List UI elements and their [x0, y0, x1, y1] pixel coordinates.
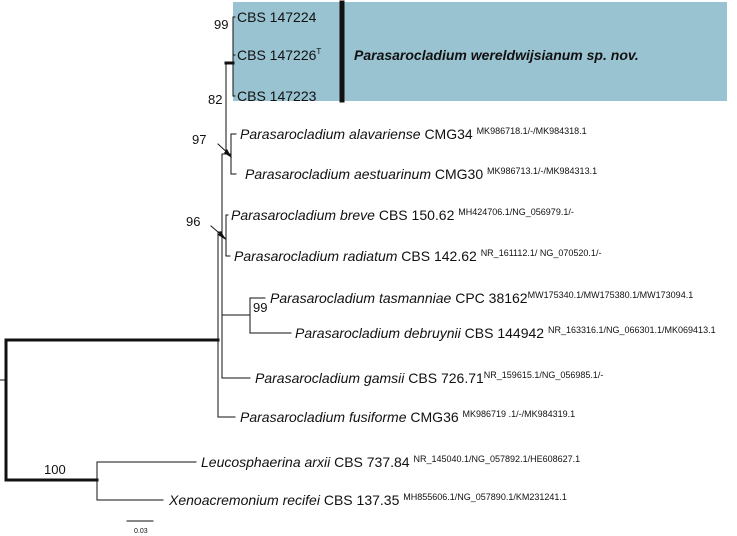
clade-taxon-label: CBS 147224: [237, 9, 317, 25]
type-strain-marker: T: [316, 47, 321, 56]
taxon-species: Leucosphaerina arxii: [201, 454, 331, 470]
taxon-species: Parasarocladium debruynii: [295, 325, 462, 341]
taxon-species: Parasarocladium radiatum: [234, 248, 398, 264]
taxon-accessions: MW175340.1/MW175380.1/MW173094.1: [528, 290, 694, 300]
taxon-strain: CBS 726.71: [408, 370, 484, 386]
taxon-species: Parasarocladium tasmanniae: [270, 290, 452, 306]
taxon-strain: CBS 147223: [237, 88, 317, 104]
taxon-strain: CPC 38162: [455, 290, 528, 306]
taxon-label: Parasarocladium gamsii CBS 726.71NR_1596…: [255, 370, 603, 386]
clade-taxon-label: CBS 147223: [237, 88, 317, 104]
clade-taxon-label: CBS 147226T: [237, 47, 321, 63]
taxon-strain: CBS 147224: [237, 9, 317, 25]
taxon-strain: CBS 144942: [465, 325, 545, 341]
taxon-accessions: MH424706.1/NG_056979.1/-: [458, 207, 574, 217]
taxon-label: Parasarocladium radiatum CBS 142.62 NR_1…: [234, 248, 601, 264]
taxon-strain: CMG30: [435, 166, 483, 182]
taxon-species: Parasarocladium breve: [231, 207, 375, 223]
taxon-species: Parasarocladium aestuarinum: [245, 166, 431, 182]
taxon-label: Parasarocladium fusiforme CMG36 MK986719…: [240, 409, 575, 425]
taxon-label: Xenoacremonium recifei CBS 137.35 MH8556…: [168, 492, 567, 508]
taxon-label: Parasarocladium debruynii CBS 144942 NR_…: [295, 325, 716, 341]
taxon-species: Parasarocladium gamsii: [255, 370, 405, 386]
taxon-accessions: MH855606.1/NG_057890.1/KM231241.1: [403, 492, 567, 502]
taxon-label: Parasarocladium tasmanniae CPC 38162MW17…: [270, 290, 693, 306]
taxon-accessions: MK986719 .1/-/MK984319.1: [463, 409, 576, 419]
arrowhead-96: [218, 231, 226, 240]
bootstrap-tas-deb-99: 99: [253, 300, 267, 315]
tree-branches: [0, 0, 345, 522]
taxon-accessions: MK986713.1/-/MK984313.1: [487, 166, 597, 176]
taxon-accessions: NR_159615.1/NG_056985.1/-: [484, 370, 604, 380]
taxon-accessions: NR_145040.1/NG_057892.1/HE608627.1: [413, 454, 580, 464]
taxon-strain: CMG36: [410, 409, 458, 425]
bootstrap-node-96: 96: [186, 214, 200, 229]
taxon-label: Parasarocladium breve CBS 150.62 MH42470…: [231, 207, 574, 223]
taxon-strain: CMG34: [424, 126, 472, 142]
taxon-accessions: NR_161112.1/ NG_070520.1/-: [481, 248, 602, 258]
clade-species-name: Parasarocladium wereldwijsianum sp. nov.: [354, 47, 639, 63]
taxon-label: Leucosphaerina arxii CBS 737.84 NR_14504…: [201, 454, 580, 470]
taxon-strain: CBS 150.62: [379, 207, 455, 223]
bootstrap-node-97: 97: [192, 132, 206, 147]
scale-bar-label: 0.03: [134, 528, 148, 535]
taxon-accessions: NR_163316.1/NG_066301.1/MK069413.1: [548, 325, 716, 335]
taxon-species: Parasarocladium alavariense: [240, 126, 421, 142]
bootstrap-clade-99: 99: [214, 17, 228, 32]
taxon-strain: CBS 737.84: [334, 454, 410, 470]
taxon-species: Xenoacremonium recifei: [168, 492, 321, 508]
bootstrap-outgroup-100: 100: [44, 462, 66, 477]
arrowhead-97: [224, 149, 232, 158]
taxon-species: Parasarocladium fusiforme: [240, 409, 407, 425]
taxon-label: Parasarocladium alavariense CMG34 MK9867…: [240, 126, 587, 142]
taxon-label: Parasarocladium aestuarinum CMG30 MK9867…: [245, 166, 597, 182]
taxon-strain: CBS 147226: [237, 47, 317, 63]
clade-highlight-box: [233, 2, 727, 101]
bootstrap-node-82: 82: [208, 92, 222, 107]
taxon-strain: CBS 142.62: [401, 248, 477, 264]
taxon-strain: CBS 137.35: [324, 492, 400, 508]
taxon-accessions: MK986718.1/-/MK984318.1: [477, 126, 587, 136]
